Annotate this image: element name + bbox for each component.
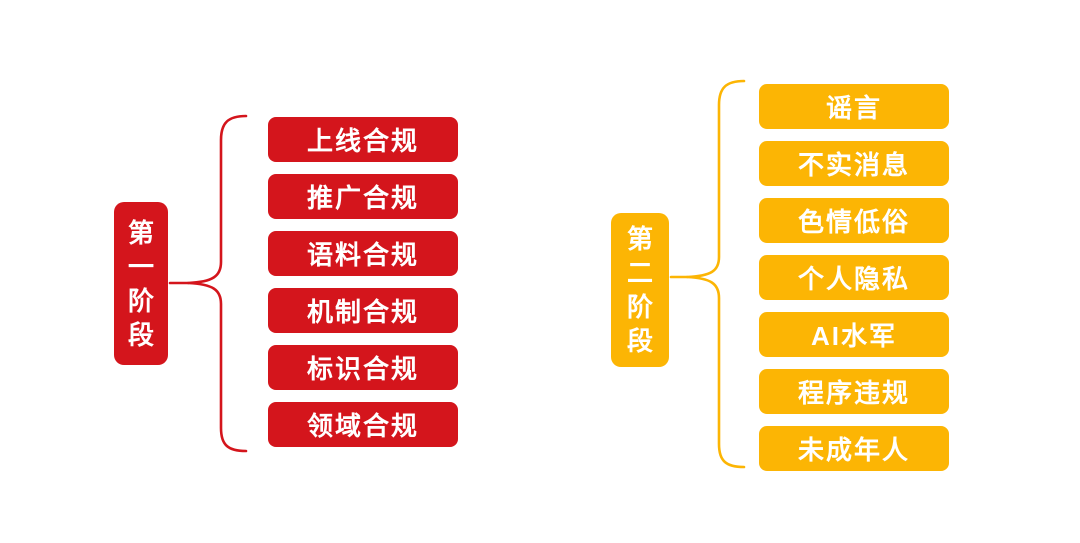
phase2-item-box: 未成年人 <box>759 426 949 471</box>
phase1-item-box: 上线合规 <box>268 117 458 162</box>
phase1-label-char: 段 <box>127 319 154 350</box>
phase2-item-box: 程序违规 <box>759 369 949 414</box>
phase1-item-box: 机制合规 <box>268 288 458 333</box>
phase1-item-box: 推广合规 <box>268 174 458 219</box>
phase2-label-char: 二 <box>626 258 653 288</box>
phase2-item-box: 色情低俗 <box>759 198 949 243</box>
phase2-item-box: 不实消息 <box>759 141 949 186</box>
phase1-item-box: 语料合规 <box>268 231 458 276</box>
phase1-item-box: 标识合规 <box>268 345 458 390</box>
phase1-label-char: 第 <box>127 217 154 248</box>
phase1-label-box: 第 一 阶 段 <box>114 202 168 365</box>
phase1-brace <box>186 114 248 453</box>
phase1-label-char: 阶 <box>127 285 154 316</box>
phase2-label-box: 第 二 阶 段 <box>611 213 669 367</box>
phase2-label-char: 段 <box>626 326 653 356</box>
phase2-items-column: 谣言 不实消息 色情低俗 个人隐私 AI水军 程序违规 未成年人 <box>759 84 949 471</box>
phase2-item-box: 个人隐私 <box>759 255 949 300</box>
phase1-items-column: 上线合规 推广合规 语料合规 机制合规 标识合规 领域合规 <box>268 117 458 447</box>
phase2-item-box: 谣言 <box>759 84 949 129</box>
phase2-item-box: AI水军 <box>759 312 949 357</box>
phase2-label-char: 阶 <box>626 292 653 322</box>
phase1-label-char: 一 <box>127 251 154 282</box>
phase2-label-char: 第 <box>626 224 653 254</box>
phase1-item-box: 领域合规 <box>268 402 458 447</box>
phase2-brace <box>685 79 746 469</box>
